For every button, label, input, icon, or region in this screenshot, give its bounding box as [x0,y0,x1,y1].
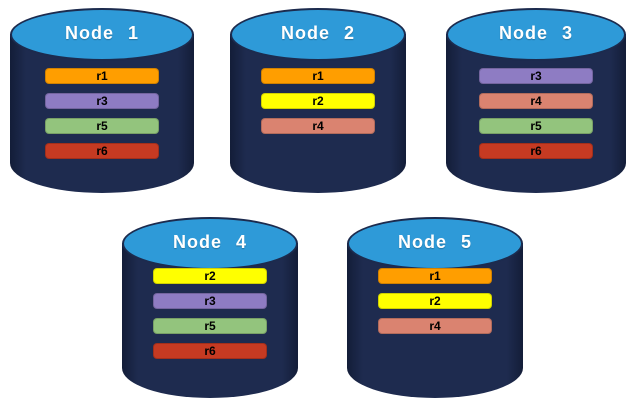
node-3-cylinder: Node 3 r3 r4 r5 r6 [446,8,626,193]
replica-bar-r1: r1 [261,68,375,84]
replica-bar-r6: r6 [479,143,593,159]
replica-bar-r3: r3 [45,93,159,109]
replica-bar-r4: r4 [378,318,492,334]
node-5-replica-list: r1 r2 r4 [347,268,523,334]
node-5-cylinder-top: Node 5 [347,217,523,270]
node-2-cylinder-top: Node 2 [230,8,406,61]
node-1-replica-list: r1 r3 r5 r6 [10,68,194,159]
replica-bar-r5: r5 [479,118,593,134]
replica-bar-r2: r2 [153,268,267,284]
node-2-title: Node 2 [280,23,355,43]
node-4-cylinder: Node 4 r2 r3 r5 r6 [122,217,298,398]
node-5-title: Node 5 [397,232,472,252]
node-4-cylinder-top: Node 4 [122,217,298,270]
replica-bar-r3: r3 [153,293,267,309]
node-3-title: Node 3 [498,23,573,43]
replica-bar-r2: r2 [261,93,375,109]
node-4-title: Node 4 [172,232,247,252]
replica-bar-r2: r2 [378,293,492,309]
node-1-title: Node 1 [64,23,139,43]
node-2-cylinder: Node 2 r1 r2 r4 [230,8,406,193]
replica-bar-r5: r5 [45,118,159,134]
replica-bar-r3: r3 [479,68,593,84]
node-5-cylinder: Node 5 r1 r2 r4 [347,217,523,398]
replica-bar-r1: r1 [45,68,159,84]
replica-bar-r1: r1 [378,268,492,284]
node-1-cylinder: Node 1 r1 r3 r5 r6 [10,8,194,193]
node-1-cylinder-top: Node 1 [10,8,194,61]
node-4-replica-list: r2 r3 r5 r6 [122,268,298,359]
replica-bar-r6: r6 [45,143,159,159]
replica-bar-r6: r6 [153,343,267,359]
node-2-replica-list: r1 r2 r4 [230,68,406,134]
replica-bar-r4: r4 [261,118,375,134]
node-3-cylinder-top: Node 3 [446,8,626,61]
replica-bar-r5: r5 [153,318,267,334]
replica-bar-r4: r4 [479,93,593,109]
node-3-replica-list: r3 r4 r5 r6 [446,68,626,159]
